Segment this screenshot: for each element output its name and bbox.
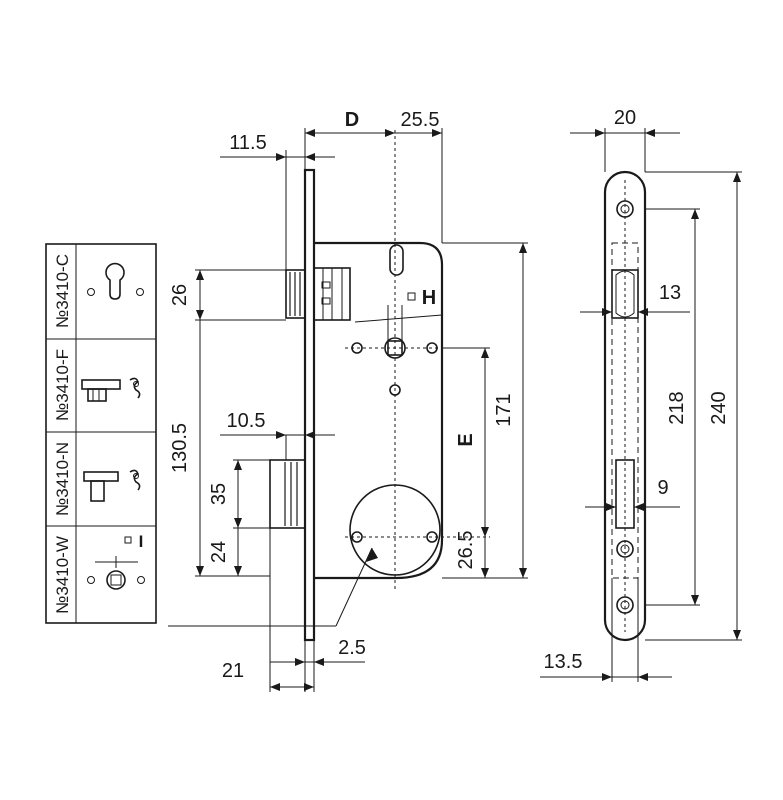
wc-mark: I (139, 532, 144, 551)
dim-front-thickness: 13.5 (544, 651, 583, 673)
front-dimensions: 20 13 218 240 9 13.5 (540, 107, 742, 682)
variant-code-f: №3410-F (53, 349, 72, 421)
faceplate-front-view (603, 170, 647, 642)
euro-cylinder-icon (87, 262, 144, 300)
key-latch-icon (81, 377, 141, 402)
knob-latch-icon (83, 469, 141, 502)
dim-front-total: 240 (708, 391, 730, 424)
dim-width-bottom: 21 (222, 660, 244, 682)
dim-lock-height: 171 (493, 393, 515, 426)
dim-front-center: 218 (666, 391, 688, 424)
wc-turn-icon: I (87, 532, 145, 590)
dim-faceplate-offset: 11.5 (229, 132, 266, 154)
dim-handle: H (422, 287, 436, 309)
dim-latch-low: 24 (208, 541, 230, 563)
dim-backset: 25.5 (401, 109, 440, 131)
side-dimensions: D 25.5 11.5 26 H 130.5 E (169, 109, 528, 692)
dim-bottom-center: 26.5 (455, 531, 477, 570)
dim-latch-offset: 10.5 (227, 410, 266, 432)
dim-cylinder-height: 26 (169, 284, 191, 306)
dim-total-center: 130.5 (169, 423, 191, 473)
dim-front-bolt: 9 (657, 477, 668, 499)
dim-e: E (455, 433, 477, 446)
variant-code-n: №3410-N (53, 442, 72, 516)
variant-code-c: №3410-C (53, 254, 72, 328)
variant-code-w: №3410-W (53, 536, 72, 614)
dim-faceplate-thickness: 2.5 (338, 637, 366, 659)
latch-bolt (285, 267, 351, 321)
variants-table: №3410-C №3410-F №3410-N №3410-W (45, 243, 157, 624)
dim-front-latch: 13 (659, 282, 681, 304)
dim-front-width: 20 (614, 107, 636, 129)
lock-side-view (168, 130, 490, 642)
dim-latch-height: 35 (208, 483, 230, 505)
dead-bolt (269, 459, 306, 529)
dim-d: D (345, 109, 359, 131)
